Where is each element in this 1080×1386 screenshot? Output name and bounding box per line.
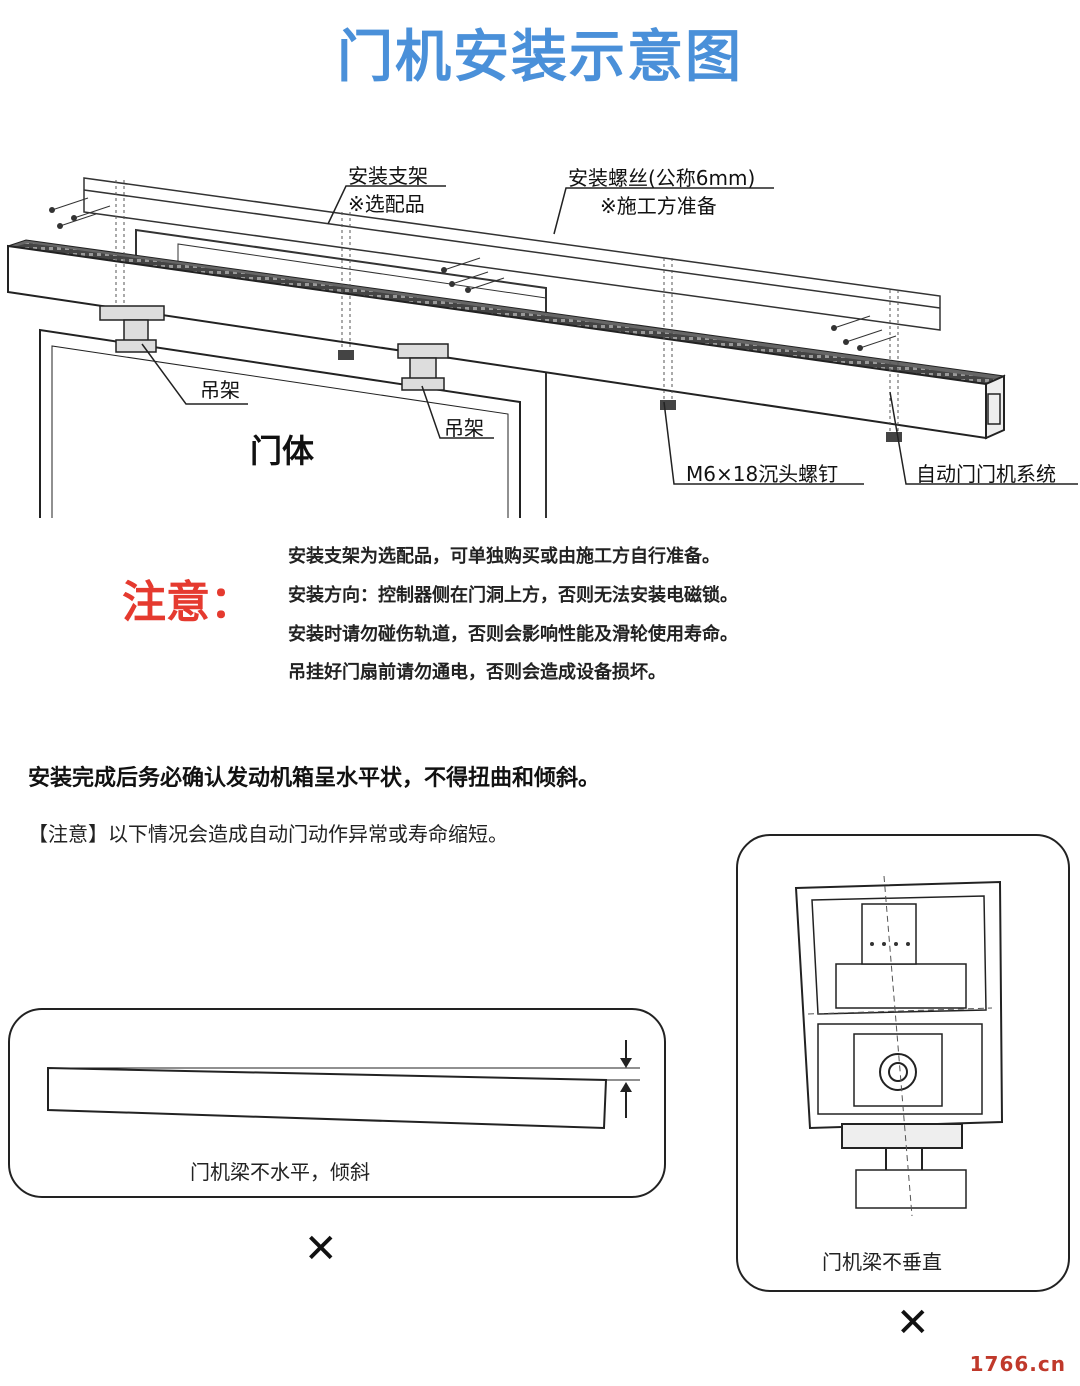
note-heading: 注意： [122, 577, 254, 628]
bracket-label: 安装支架 [348, 164, 428, 188]
hanger-right [397, 343, 449, 391]
wrong-mark: ✕ [896, 1300, 930, 1346]
door-label: 门体 [250, 432, 315, 470]
screw-note: ※施工方准备 [600, 194, 717, 218]
hanger-right-label: 吊架 [444, 416, 484, 440]
page-title: 门机安装示意图 [337, 25, 743, 90]
watermark: 1766.cn [969, 1352, 1066, 1376]
mounting-screws [49, 197, 897, 351]
leader-lines [141, 185, 1078, 485]
hanger-left [99, 305, 165, 353]
note-line: 安装支架为选配品，可单独购买或由施工方自行准备。 [288, 546, 720, 567]
mounting-bracket [83, 177, 941, 331]
door-panel [39, 328, 521, 518]
note-line: 吊挂好门扇前请勿通电，否则会造成设备损坏。 [288, 662, 666, 683]
tilt-caption: 门机梁不水平，倾斜 [190, 1160, 370, 1184]
note-line: 安装时请勿碰伤轨道，否则会影响性能及滑轮使用寿命。 [288, 624, 738, 645]
hanger-left-label: 吊架 [200, 378, 240, 402]
vertical-caption: 门机梁不垂直 [822, 1250, 942, 1274]
countersunk-label: M6×18沉头螺钉 [686, 462, 839, 486]
installation-diagram [7, 177, 1078, 518]
operator-beam [7, 239, 1006, 440]
countersunk-screws [338, 350, 902, 442]
caution-text: 【注意】以下情况会造成自动门动作异常或寿命缩短。 [28, 822, 508, 846]
wrong-mark: ✕ [304, 1226, 338, 1272]
vertical-example-panel [736, 834, 1070, 1292]
screw-label: 安装螺丝(公称6mm) [568, 166, 756, 190]
system-label: 自动门门机系统 [916, 462, 1056, 486]
screw-lines [115, 180, 899, 434]
level-requirement: 安装完成后务必确认发动机箱呈水平状，不得扭曲和倾斜。 [28, 766, 601, 791]
note-line: 安装方向：控制器侧在门洞上方，否则无法安装电磁锁。 [288, 585, 738, 606]
bracket-note: ※选配品 [348, 192, 425, 216]
